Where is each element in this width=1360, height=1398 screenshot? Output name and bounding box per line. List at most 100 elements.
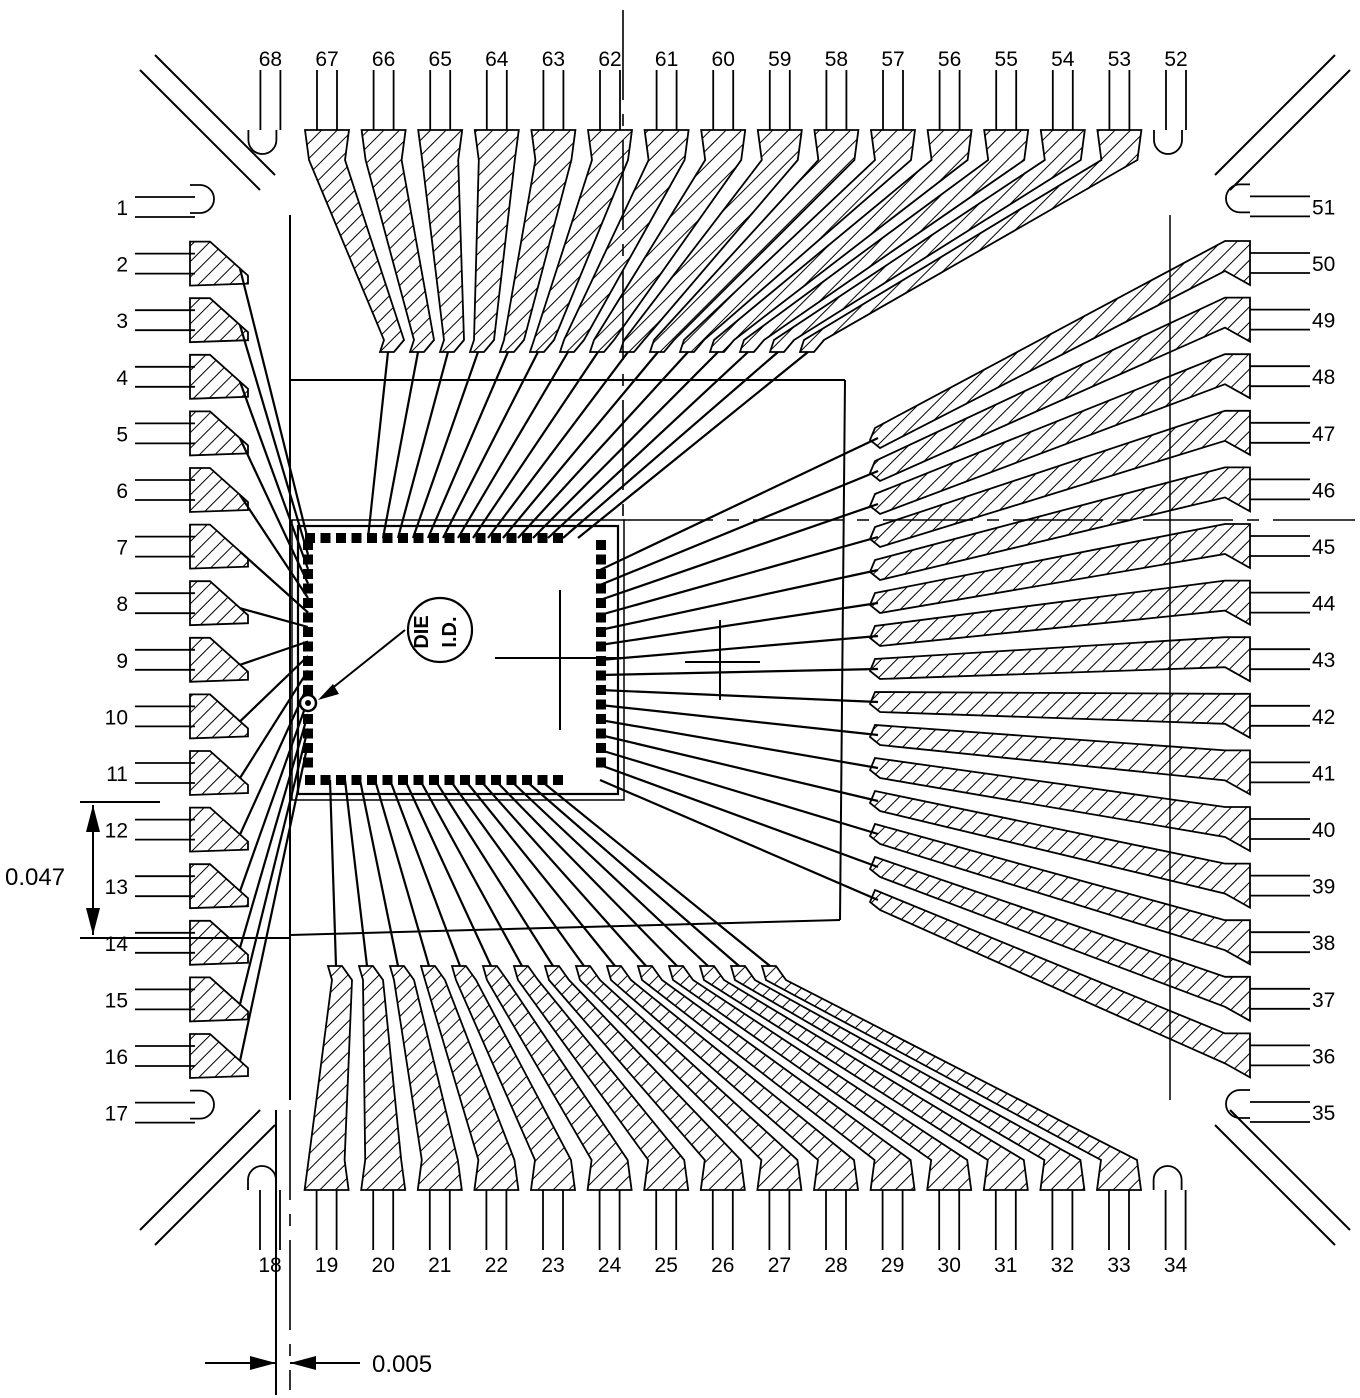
lead-finger-29 bbox=[636, 965, 916, 1191]
pin-label-23: 23 bbox=[541, 1254, 564, 1277]
die-pad bbox=[303, 612, 313, 623]
lead-finger-7 bbox=[189, 523, 249, 570]
lead-finger-30 bbox=[667, 965, 973, 1191]
pin-label-28: 28 bbox=[824, 1254, 847, 1277]
lead-finger-49 bbox=[868, 296, 1251, 483]
pin-label-38: 38 bbox=[1312, 932, 1335, 955]
die-pad bbox=[382, 533, 393, 543]
pin-label-11: 11 bbox=[106, 763, 128, 786]
lead-finger-48 bbox=[868, 353, 1251, 516]
lead-finger-12 bbox=[189, 806, 249, 853]
die-pad bbox=[382, 775, 393, 785]
lead-finger-10 bbox=[189, 693, 249, 740]
pin-label-35: 35 bbox=[1312, 1102, 1335, 1125]
lead-finger-43 bbox=[868, 636, 1251, 683]
pin-label-54: 54 bbox=[1051, 48, 1075, 71]
pin-label-12: 12 bbox=[105, 820, 128, 843]
lead-finger-24 bbox=[481, 965, 633, 1191]
pin-label-48: 48 bbox=[1312, 366, 1335, 389]
pin-label-51: 51 bbox=[1312, 196, 1335, 219]
lead-finger-23 bbox=[450, 965, 577, 1191]
die-pad bbox=[596, 728, 606, 739]
pin-label-22: 22 bbox=[485, 1254, 508, 1277]
pin-label-49: 49 bbox=[1312, 310, 1335, 333]
lead-finger-59 bbox=[618, 129, 803, 353]
die-pad bbox=[596, 583, 606, 594]
lead-finger-25 bbox=[512, 965, 690, 1191]
pin-label-1: 1 bbox=[116, 197, 128, 220]
lead-finger-54 bbox=[768, 129, 1086, 353]
lead-finger-16 bbox=[189, 1033, 249, 1079]
lead-finger-37 bbox=[868, 855, 1251, 1023]
lead-finger-45 bbox=[868, 523, 1251, 614]
die-pad bbox=[303, 583, 313, 594]
pin-label-17: 17 bbox=[105, 1103, 128, 1126]
die-pad bbox=[537, 775, 548, 785]
die-pad bbox=[596, 699, 606, 710]
die-id-line1: DIE bbox=[411, 615, 433, 648]
pin-label-68: 68 bbox=[259, 48, 282, 71]
pin-label-47: 47 bbox=[1312, 423, 1335, 446]
die bbox=[291, 519, 760, 801]
die-pad bbox=[398, 775, 408, 785]
pin-label-56: 56 bbox=[938, 48, 961, 71]
lead-finger-64 bbox=[468, 129, 520, 353]
die-pad bbox=[303, 728, 313, 739]
pin-label-19: 19 bbox=[315, 1254, 338, 1277]
lead-finger-65 bbox=[417, 129, 465, 353]
package-outline bbox=[80, 54, 1351, 1246]
pin-label-5: 5 bbox=[116, 423, 128, 446]
lead-finger-4 bbox=[189, 353, 249, 400]
die-pad bbox=[336, 533, 346, 543]
lead-finger-55 bbox=[738, 129, 1030, 353]
pin-label-6: 6 bbox=[116, 480, 128, 503]
lead-finger-20 bbox=[357, 965, 407, 1191]
pin-label-25: 25 bbox=[655, 1254, 678, 1277]
die-pad bbox=[351, 775, 362, 785]
lead-finger-46 bbox=[868, 466, 1251, 581]
die-pad bbox=[320, 533, 331, 543]
lead-finger-28 bbox=[605, 965, 860, 1191]
die-pad bbox=[596, 714, 606, 724]
pin-label-40: 40 bbox=[1312, 819, 1335, 842]
pin-label-39: 39 bbox=[1312, 876, 1335, 899]
die-pad bbox=[553, 775, 563, 785]
pin-label-13: 13 bbox=[105, 876, 128, 899]
die-pad bbox=[367, 775, 377, 785]
die-pad bbox=[596, 656, 606, 666]
lead-finger-36 bbox=[868, 888, 1251, 1079]
lead-finger-15 bbox=[189, 976, 249, 1023]
pin-label-63: 63 bbox=[542, 48, 565, 71]
pin-label-45: 45 bbox=[1312, 536, 1335, 559]
die-pad bbox=[351, 533, 362, 543]
pin-label-43: 43 bbox=[1312, 649, 1335, 672]
die-pad bbox=[303, 685, 313, 695]
lead-finger-8 bbox=[189, 580, 249, 627]
dimension-horizontal: 0.005 bbox=[205, 1110, 432, 1395]
lead-finger-3 bbox=[189, 297, 249, 344]
lead-finger-33 bbox=[760, 965, 1143, 1191]
lead-finger-19 bbox=[303, 965, 353, 1191]
pin-label-64: 64 bbox=[485, 48, 509, 71]
dimension-horizontal-label: 0.005 bbox=[372, 1351, 432, 1378]
pin-label-41: 41 bbox=[1312, 762, 1335, 785]
die-id-marker: DIE I.D. bbox=[298, 596, 474, 713]
die-pad bbox=[398, 533, 408, 543]
lead-finger-47 bbox=[868, 409, 1251, 549]
die-pad bbox=[596, 540, 606, 550]
lead-finger-42 bbox=[868, 691, 1251, 740]
die-pad bbox=[596, 612, 606, 623]
pin-label-2: 2 bbox=[116, 254, 128, 277]
die-pad bbox=[537, 533, 548, 543]
pin-label-4: 4 bbox=[116, 367, 128, 390]
die-pad bbox=[553, 533, 563, 543]
die-pad bbox=[444, 775, 455, 785]
pin-label-46: 46 bbox=[1312, 479, 1335, 502]
lead-finger-39 bbox=[868, 789, 1251, 910]
pin-label-55: 55 bbox=[995, 48, 1018, 71]
pin-label-27: 27 bbox=[768, 1254, 791, 1277]
die-pad bbox=[475, 775, 486, 785]
